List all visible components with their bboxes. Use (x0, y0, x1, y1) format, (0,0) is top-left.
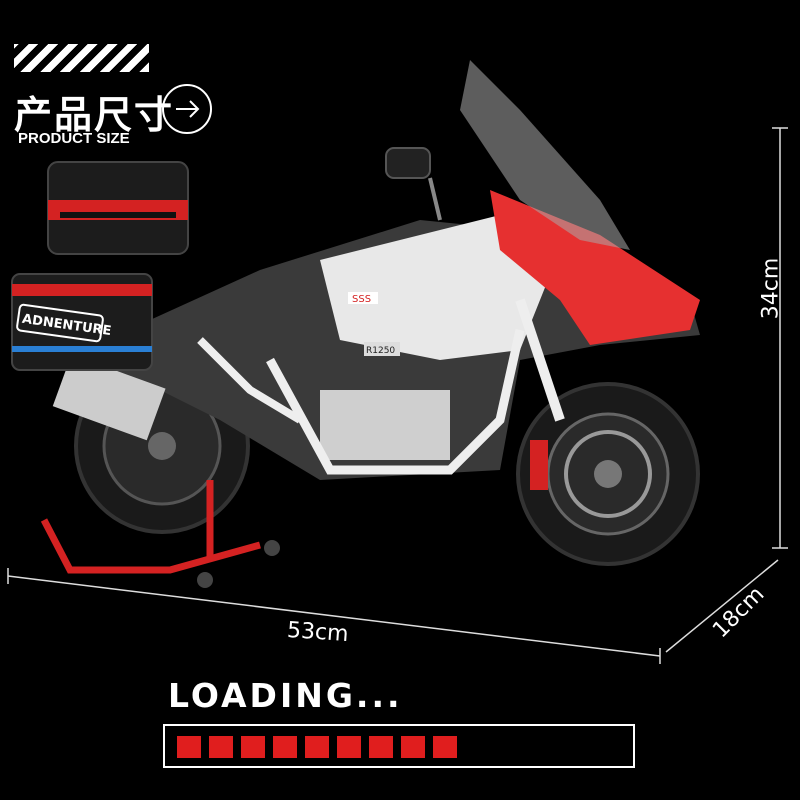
next-button[interactable] (162, 84, 212, 134)
side-pannier: ADNENTURE (11, 273, 153, 371)
paddock-stand (40, 480, 261, 574)
progress-segment (177, 736, 201, 758)
dimension-length: 53cm (286, 617, 350, 648)
progress-segment (305, 736, 329, 758)
decorative-stripes (14, 44, 149, 72)
progress-segment (433, 736, 457, 758)
progress-segment (401, 736, 425, 758)
section-title-en: PRODUCT SIZE (18, 130, 130, 147)
progress-segment (241, 736, 265, 758)
svg-text:SSS: SSS (352, 294, 371, 305)
svg-text:R1250: R1250 (366, 346, 395, 356)
motorcycle-body: SSS R1250 (52, 60, 700, 480)
front-wheel (516, 382, 700, 566)
section-title-cn: 产品尺寸 (14, 93, 175, 137)
progress-segment (337, 736, 361, 758)
loading-label: LOADING... (168, 676, 403, 715)
loading-progress-bar (163, 724, 635, 768)
mirror (385, 147, 442, 221)
arrow-right-icon (176, 100, 200, 118)
top-case (47, 161, 189, 255)
progress-segment (209, 736, 233, 758)
dimension-height: 34cm (758, 257, 784, 320)
dimension-lines (7, 127, 788, 664)
progress-segment (273, 736, 297, 758)
progress-segment (369, 736, 393, 758)
